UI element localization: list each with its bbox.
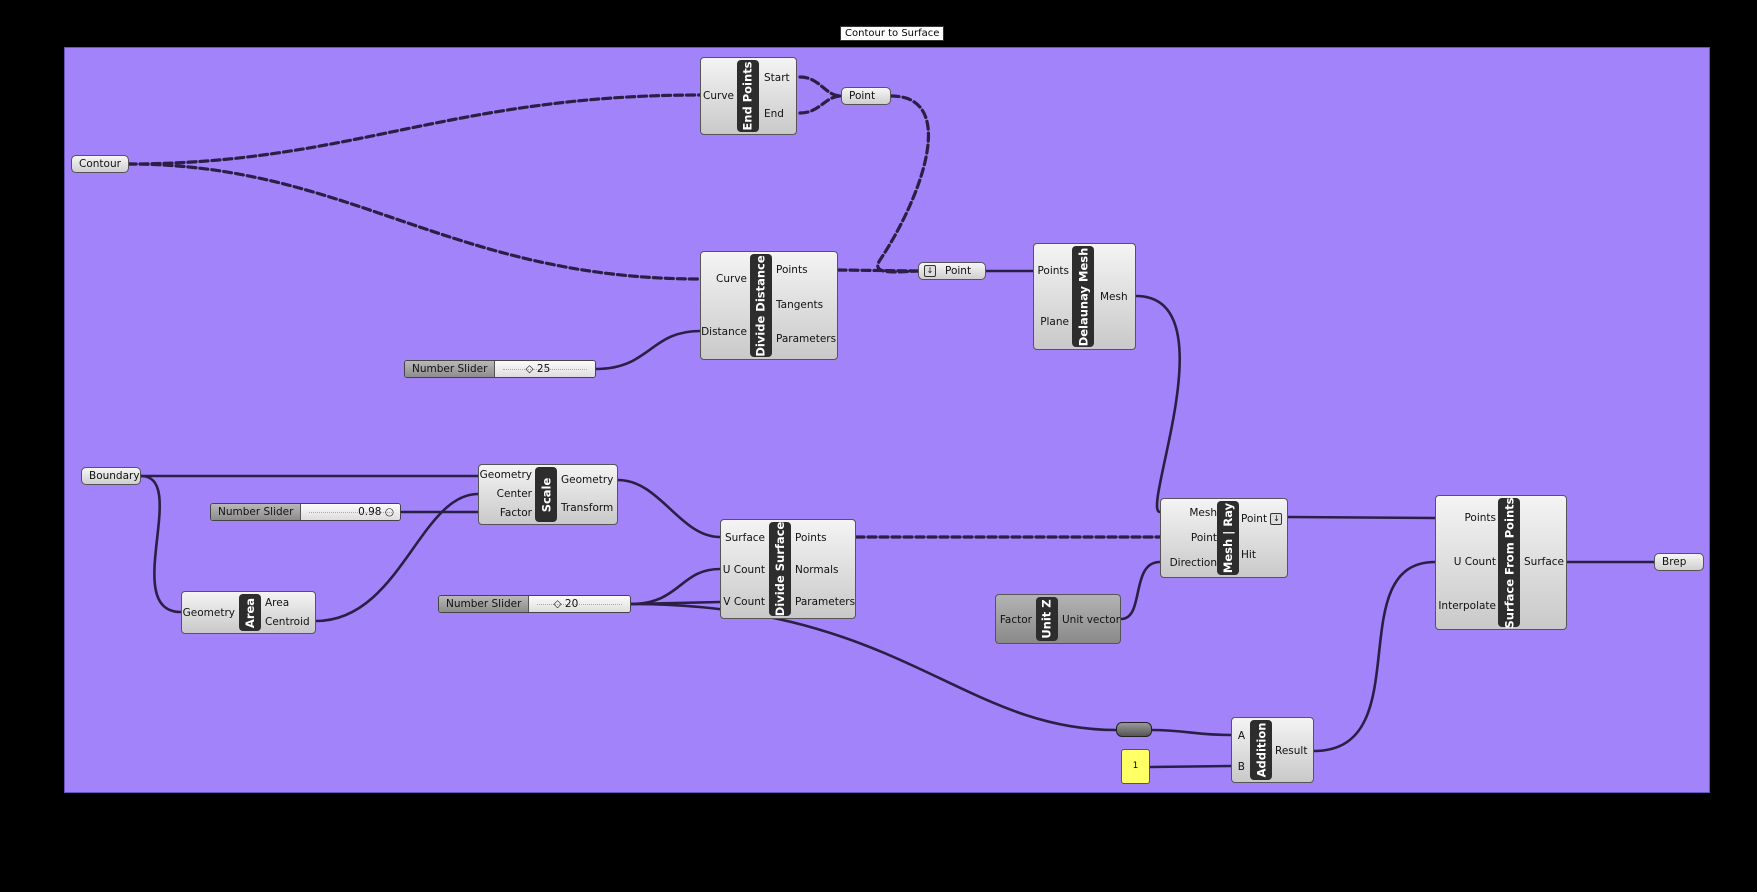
param-boundary[interactable]: Boundary	[81, 467, 141, 485]
slider-rail	[503, 369, 587, 370]
input-center[interactable]: Center	[496, 488, 532, 500]
output-start[interactable]: Start	[764, 72, 790, 84]
slider-track[interactable]: ◇ 20	[529, 596, 630, 612]
input-plane[interactable]: Plane	[1040, 316, 1069, 328]
component-nickname: Surface From Points	[1498, 497, 1520, 628]
input-a[interactable]: A	[1237, 730, 1245, 742]
component-nickname: Divide Surface	[769, 522, 791, 616]
input-u-count[interactable]: U Count	[1453, 556, 1496, 568]
output-mesh[interactable]: Mesh	[1100, 291, 1128, 303]
component-nickname: Area	[239, 594, 261, 631]
component-addition[interactable]: A B Addition Result	[1231, 717, 1314, 783]
component-delaunay-mesh[interactable]: Points Plane Delaunay Mesh Mesh	[1033, 243, 1136, 350]
component-nickname: Delaunay Mesh	[1072, 246, 1094, 347]
component-area[interactable]: Geometry Area Area Centroid	[181, 591, 316, 634]
group-title[interactable]: Contour to Surface	[840, 26, 945, 41]
output-result[interactable]: Result	[1275, 745, 1308, 757]
group-canvas[interactable]	[64, 47, 1710, 793]
flatten-down-arrow-icon: ↓	[924, 265, 936, 277]
input-b[interactable]: B	[1237, 761, 1245, 773]
input-factor[interactable]: Factor	[999, 614, 1032, 626]
input-curve[interactable]: Curve	[716, 273, 747, 285]
output-centroid[interactable]: Centroid	[265, 616, 310, 628]
input-geometry[interactable]: Geometry	[479, 469, 532, 481]
param-brep[interactable]: Brep	[1654, 553, 1704, 571]
component-nickname: End Points	[737, 60, 759, 132]
output-point[interactable]: Point ↓	[1241, 513, 1283, 525]
input-points[interactable]: Points	[1464, 512, 1496, 524]
input-v-count[interactable]: V Count	[723, 596, 765, 608]
slider-rail	[309, 512, 392, 513]
component-scale[interactable]: Geometry Center Factor Scale Geometry Tr…	[478, 464, 618, 525]
slider-value: ◇ 25	[525, 363, 551, 375]
output-normals[interactable]: Normals	[795, 564, 839, 576]
param-contour[interactable]: Contour	[71, 155, 129, 173]
slider-label: Number Slider	[211, 504, 302, 520]
component-end-points[interactable]: Curve End Points Start End	[700, 57, 797, 135]
slider-label: Number Slider	[405, 361, 496, 377]
panel-value[interactable]: 1	[1121, 749, 1150, 784]
output-end[interactable]: End	[764, 108, 784, 120]
input-geometry[interactable]: Geometry	[182, 607, 235, 619]
input-curve[interactable]: Curve	[703, 90, 734, 102]
number-slider-distance[interactable]: Number Slider ◇ 25	[404, 360, 596, 378]
input-points[interactable]: Points	[1037, 265, 1069, 277]
param-point-mid-label: Point	[945, 265, 972, 277]
component-mesh-ray[interactable]: Mesh Point Direction Mesh | Ray Point ↓ …	[1160, 498, 1288, 578]
component-surface-from-points[interactable]: Points U Count Interpolate Surface From …	[1435, 495, 1567, 630]
component-divide-distance[interactable]: Curve Distance Divide Distance Points Ta…	[700, 251, 838, 360]
param-point-top[interactable]: Point	[841, 87, 891, 105]
output-tangents[interactable]: Tangents	[776, 299, 824, 311]
component-nickname: Mesh | Ray	[1217, 501, 1239, 575]
slider-value: ◇ 20	[553, 598, 579, 610]
slider-value: 0.98 ○	[358, 506, 394, 518]
slider-track[interactable]: 0.98 ○	[301, 504, 400, 520]
number-slider-factor[interactable]: Number Slider 0.98 ○	[210, 503, 401, 521]
slider-rail	[537, 604, 622, 605]
output-points[interactable]: Points	[795, 532, 827, 544]
slider-label: Number Slider	[439, 596, 530, 612]
component-nickname: Scale	[535, 467, 557, 522]
output-parameters[interactable]: Parameters	[776, 333, 837, 345]
output-surface[interactable]: Surface	[1524, 556, 1565, 568]
component-divide-surface[interactable]: Surface U Count V Count Divide Surface P…	[720, 519, 856, 619]
input-mesh[interactable]: Mesh	[1189, 507, 1217, 519]
output-geometry[interactable]: Geometry	[561, 474, 614, 486]
flatten-down-arrow-icon: ↓	[1270, 513, 1283, 525]
wire-relay[interactable]	[1116, 722, 1152, 737]
output-points[interactable]: Points	[776, 264, 808, 276]
output-area[interactable]: Area	[265, 597, 290, 609]
input-interpolate[interactable]: Interpolate	[1438, 600, 1496, 612]
input-direction[interactable]: Direction	[1169, 557, 1217, 569]
component-nickname: Unit Z	[1036, 597, 1058, 641]
component-nickname: Divide Distance	[750, 254, 772, 357]
component-nickname: Addition	[1250, 720, 1272, 780]
output-hit[interactable]: Hit	[1241, 549, 1256, 561]
input-point[interactable]: Point	[1190, 532, 1217, 544]
number-slider-count[interactable]: Number Slider ◇ 20	[438, 595, 631, 613]
output-unit-vector[interactable]: Unit vector	[1062, 614, 1121, 626]
param-point-mid[interactable]: ↓ Point	[918, 262, 986, 280]
input-surface[interactable]: Surface	[724, 532, 765, 544]
input-u-count[interactable]: U Count	[722, 564, 765, 576]
output-parameters[interactable]: Parameters	[795, 596, 856, 608]
slider-track[interactable]: ◇ 25	[495, 361, 595, 377]
component-unit-z[interactable]: Factor Unit Z Unit vector	[995, 594, 1121, 644]
input-distance[interactable]: Distance	[701, 326, 747, 338]
input-factor[interactable]: Factor	[499, 507, 532, 519]
output-transform[interactable]: Transform	[561, 502, 614, 514]
